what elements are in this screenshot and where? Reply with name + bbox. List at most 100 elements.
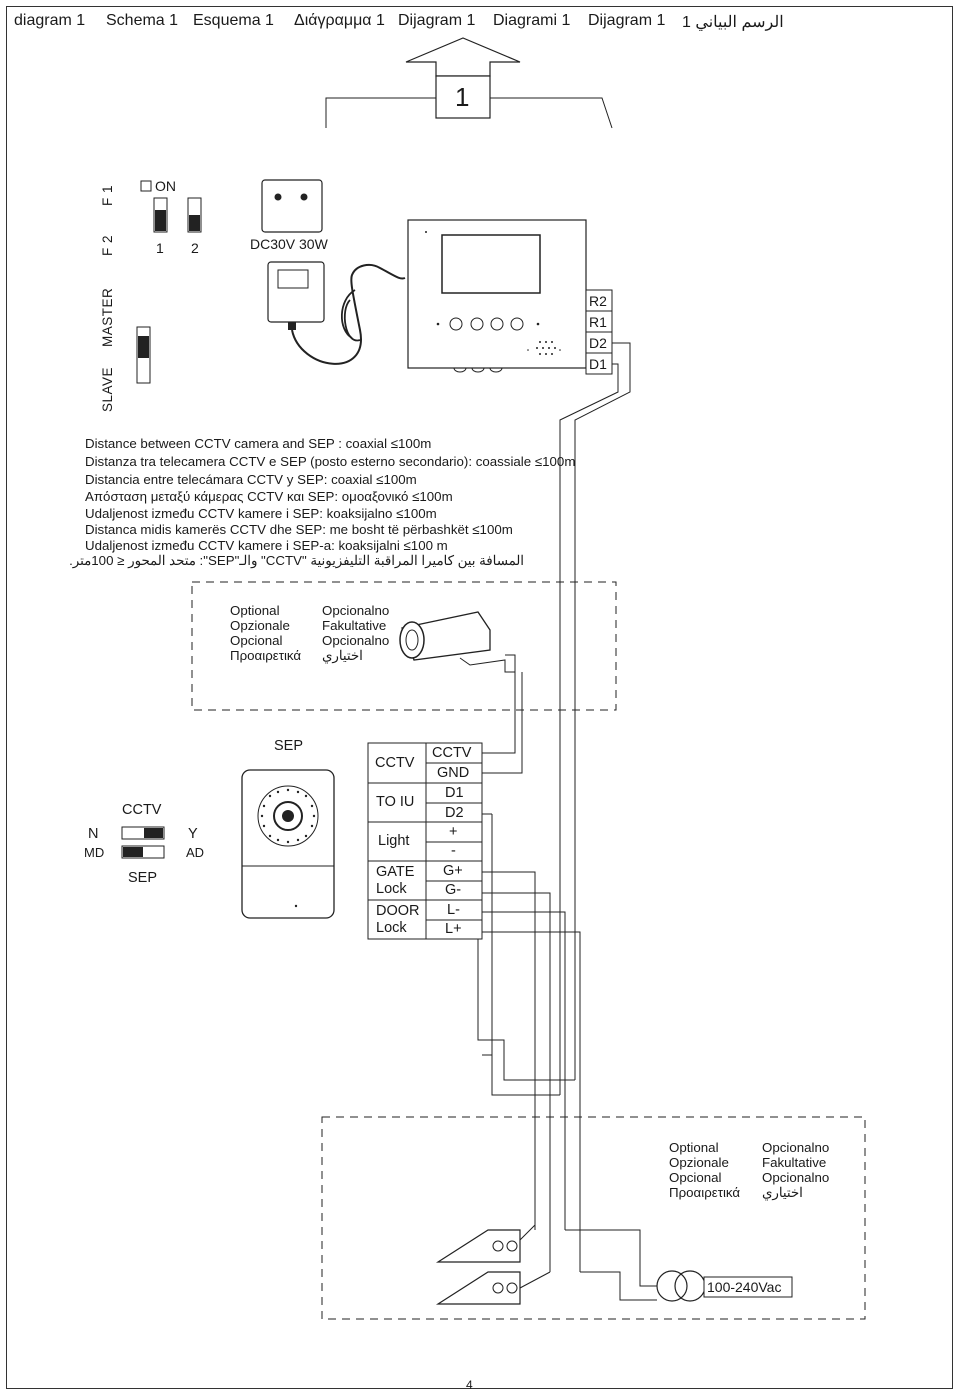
sep-terminal: L+ <box>445 921 462 937</box>
distance-note: Απόσταση μεταξύ κάμερας CCTV και SEP: ομ… <box>85 489 453 504</box>
distance-note: Udaljenost između CCTV kamere i SEP: koa… <box>85 506 437 521</box>
header-item: Dijagram 1 <box>398 12 476 29</box>
monitor-terminal-d1: D1 <box>589 356 607 372</box>
transformer-icon <box>656 1270 706 1302</box>
sep-terminal: GND <box>437 765 470 781</box>
f2-label: F 2 <box>100 234 115 256</box>
master-label: MASTER <box>100 287 115 347</box>
power-adapter-label: DC30V 30W <box>250 236 328 252</box>
optional-label: Opcional <box>669 1170 722 1185</box>
handset-button-icon <box>449 317 463 331</box>
dip-pos-2-label: 2 <box>191 240 199 256</box>
monitor-terminal-r1: R1 <box>589 314 607 330</box>
monitor-terminal-d2: D2 <box>589 335 607 351</box>
sep-terminal: + <box>449 824 458 840</box>
optional-label: Προαιρετικά <box>669 1185 741 1200</box>
sep-terminal: D2 <box>445 805 464 821</box>
header-item: Esquema 1 <box>193 12 274 29</box>
header-bar: diagram 1 Schema 1 Esquema 1 Διάγραμμα 1… <box>6 6 953 38</box>
slave-label: SLAVE <box>100 366 115 412</box>
distance-note: Udaljenost između CCTV kamere i SEP-a: k… <box>85 538 448 553</box>
optional-label: اختياري <box>762 1185 803 1200</box>
optional-label: Προαιρετικά <box>230 648 302 663</box>
dip-switch-2 <box>187 197 202 233</box>
wall-plug-icon <box>261 179 323 233</box>
callout-arrow-icon <box>405 37 521 77</box>
header-item: Schema 1 <box>106 12 179 29</box>
cctv-camera-icon <box>399 611 516 673</box>
monitor-screen <box>441 234 541 294</box>
sep-ad-label: AD <box>186 845 205 860</box>
optional-label: اختياري <box>322 648 363 663</box>
optional-label: Opcionalno <box>322 603 390 618</box>
dip-pos-1-label: 1 <box>156 240 164 256</box>
key-button-icon <box>510 317 524 331</box>
callout-box <box>435 75 491 119</box>
sep-terminal: G- <box>445 882 462 898</box>
optional-label: Fakultative <box>762 1155 827 1170</box>
sep-terminal-column <box>425 742 483 940</box>
mains-input-box <box>703 1276 793 1298</box>
header-item-arabic: الرسم البياني 1 <box>682 14 784 31</box>
f1-label: F 1 <box>100 184 115 206</box>
sep-terminal: - <box>451 843 456 859</box>
distance-note-arabic: المسافة بين كاميرا المراقبة التليفزيونية… <box>69 553 524 568</box>
optional-label: Optional <box>669 1140 719 1155</box>
monitor-button-icon <box>470 317 484 331</box>
sep-md-label: MD <box>84 845 105 860</box>
sep-outdoor-station <box>241 769 335 919</box>
sep-label-door-lock: DOOR Lock <box>376 903 420 936</box>
optional-label: Opcionalno <box>762 1170 830 1185</box>
master-slave-switch <box>136 326 151 384</box>
page-number: 4 <box>466 1378 473 1392</box>
optional-label: Opcional <box>230 633 283 648</box>
dip-switch-1 <box>153 197 168 233</box>
optional-power-box <box>321 1116 866 1320</box>
sep-switch-sep-label: SEP <box>128 870 158 886</box>
sep-terminal: G+ <box>443 863 463 879</box>
sep-label-cctv: CCTV <box>375 755 415 771</box>
distance-note: Distanza tra telecamera CCTV e SEP (post… <box>85 454 576 469</box>
sep-label-light: Light <box>378 833 410 849</box>
sep-y-label: Y <box>188 826 198 842</box>
optional-label: Opcionalno <box>322 633 390 648</box>
header-item: Διάγραμμα 1 <box>294 12 385 29</box>
optional-col2-camera: Opcionalno Fakultative Opcionalno اختيار… <box>322 603 389 663</box>
sep-terminal: L- <box>447 902 460 918</box>
optional-label: Optional <box>230 603 280 618</box>
header-item: diagram 1 <box>14 12 86 29</box>
sep-md-switch <box>121 845 165 859</box>
intercom-button-icon <box>490 317 504 331</box>
callout-number: 1 <box>455 82 470 112</box>
header-item: Diagrami 1 <box>493 12 571 29</box>
on-label: ON <box>155 178 176 194</box>
monitor-terminal-r2: R2 <box>589 293 607 309</box>
on-checkbox-icon <box>140 180 152 192</box>
sep-terminal: CCTV <box>432 745 472 761</box>
distance-note: Distancia entre telecámara CCTV y SEP: c… <box>85 472 417 487</box>
optional-col1-power: Optional Opzionale Opcional Προαιρετικά <box>669 1140 740 1200</box>
optional-label: Fakultative <box>322 618 387 633</box>
sep-cctv-switch <box>121 826 165 840</box>
page-frame <box>6 6 953 1389</box>
header-item: Dijagram 1 <box>588 12 666 29</box>
speaker-grille-icon <box>527 341 561 355</box>
distance-note: Distanca midis kamerës CCTV dhe SEP: me … <box>85 522 513 537</box>
door-lock-icon <box>435 1229 521 1263</box>
optional-col2-power: Opcionalno Fakultative Opcionalno اختيار… <box>762 1140 829 1200</box>
gate-lock-icon <box>435 1271 521 1305</box>
power-adapter-icon <box>267 261 325 323</box>
sep-switch-cctv-label: CCTV <box>122 802 162 818</box>
sep-label-gate-lock: GATE Lock <box>376 864 415 897</box>
optional-col1-camera: Optional Opzionale Opcional Προαιρετικά <box>230 603 301 663</box>
optional-label: Opcionalno <box>762 1140 830 1155</box>
distance-note: Distance between CCTV camera and SEP : c… <box>85 436 432 451</box>
mains-voltage-label: 100-240Vac <box>707 1279 782 1295</box>
optional-camera-box <box>191 581 617 711</box>
optional-label: Opzionale <box>230 618 290 633</box>
sep-title: SEP <box>274 738 304 754</box>
optional-label: Opzionale <box>669 1155 729 1170</box>
sep-n-label: N <box>88 826 99 842</box>
sep-grille-icon <box>260 788 316 844</box>
